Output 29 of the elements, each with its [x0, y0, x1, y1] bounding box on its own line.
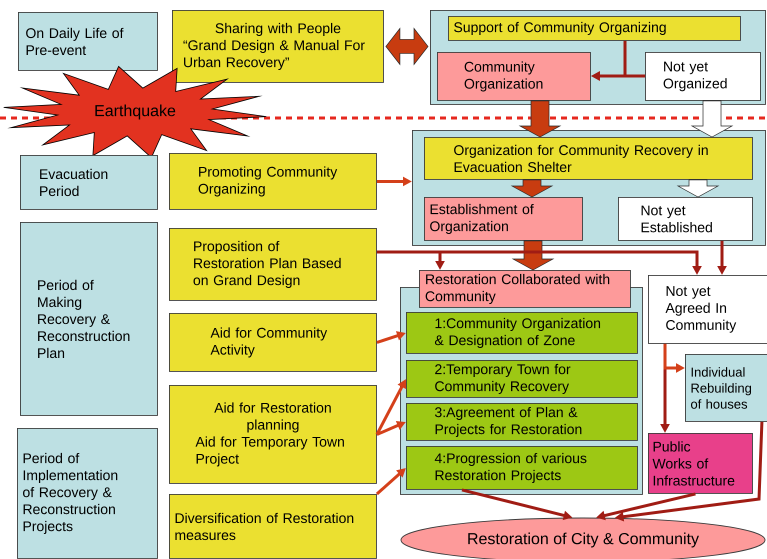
block-arrow — [676, 180, 720, 198]
result-box: Establishment of Organization — [424, 197, 583, 241]
measure-box: Promoting Community Organizing — [169, 153, 377, 210]
period-box: Period of Making Recovery & Reconstruction Plan — [20, 222, 158, 416]
result-box: Not yet Established — [618, 197, 753, 241]
measure-box: Proposition of Restoration Plan Based on Grand Design — [169, 228, 377, 301]
step-box: 3:Agreement of Plan & Projects for Restoration — [406, 403, 638, 441]
period-box: Evacuation Period — [20, 155, 158, 210]
step-box: 4:Progression of various Restoration Projects — [406, 446, 638, 490]
period-box: On Daily Life of Pre-event — [18, 12, 158, 71]
measure-box: Aid for Restoration planning Aid for Temporary Town Project — [169, 385, 377, 484]
step-box: 1:Community Organization & Designation of Zone — [406, 312, 638, 354]
result-box: Individual Rebuilding of houses — [685, 354, 767, 422]
block-arrow — [512, 240, 554, 270]
result-box: Not yet Agreed In Community — [648, 275, 767, 344]
process-box: Support of Community Organizing — [448, 16, 741, 41]
process-box: Restoration Collaborated with Community — [419, 270, 631, 308]
measure-box: Diversification of Restoration measures — [169, 494, 377, 559]
block-arrow — [510, 180, 554, 198]
result-box: Community Organization — [437, 52, 591, 101]
process-box: Organization for Community Recovery in Evacuation Shelter — [424, 137, 753, 180]
result-box: Public Works of Infrastructure — [648, 433, 753, 494]
period-box: Period of Implementation of Recovery & Reconstruction Projects — [17, 428, 158, 559]
result-box: Not yet Organized — [645, 52, 761, 101]
block-arrow — [518, 100, 562, 138]
block-arrow — [690, 100, 734, 138]
step-box: 2:Temporary Town for Community Recovery — [406, 360, 638, 398]
measure-box: Aid for Community Activity — [169, 313, 377, 372]
measure-box: Sharing with People “Grand Design & Manual For Urban Recovery” — [172, 10, 384, 83]
